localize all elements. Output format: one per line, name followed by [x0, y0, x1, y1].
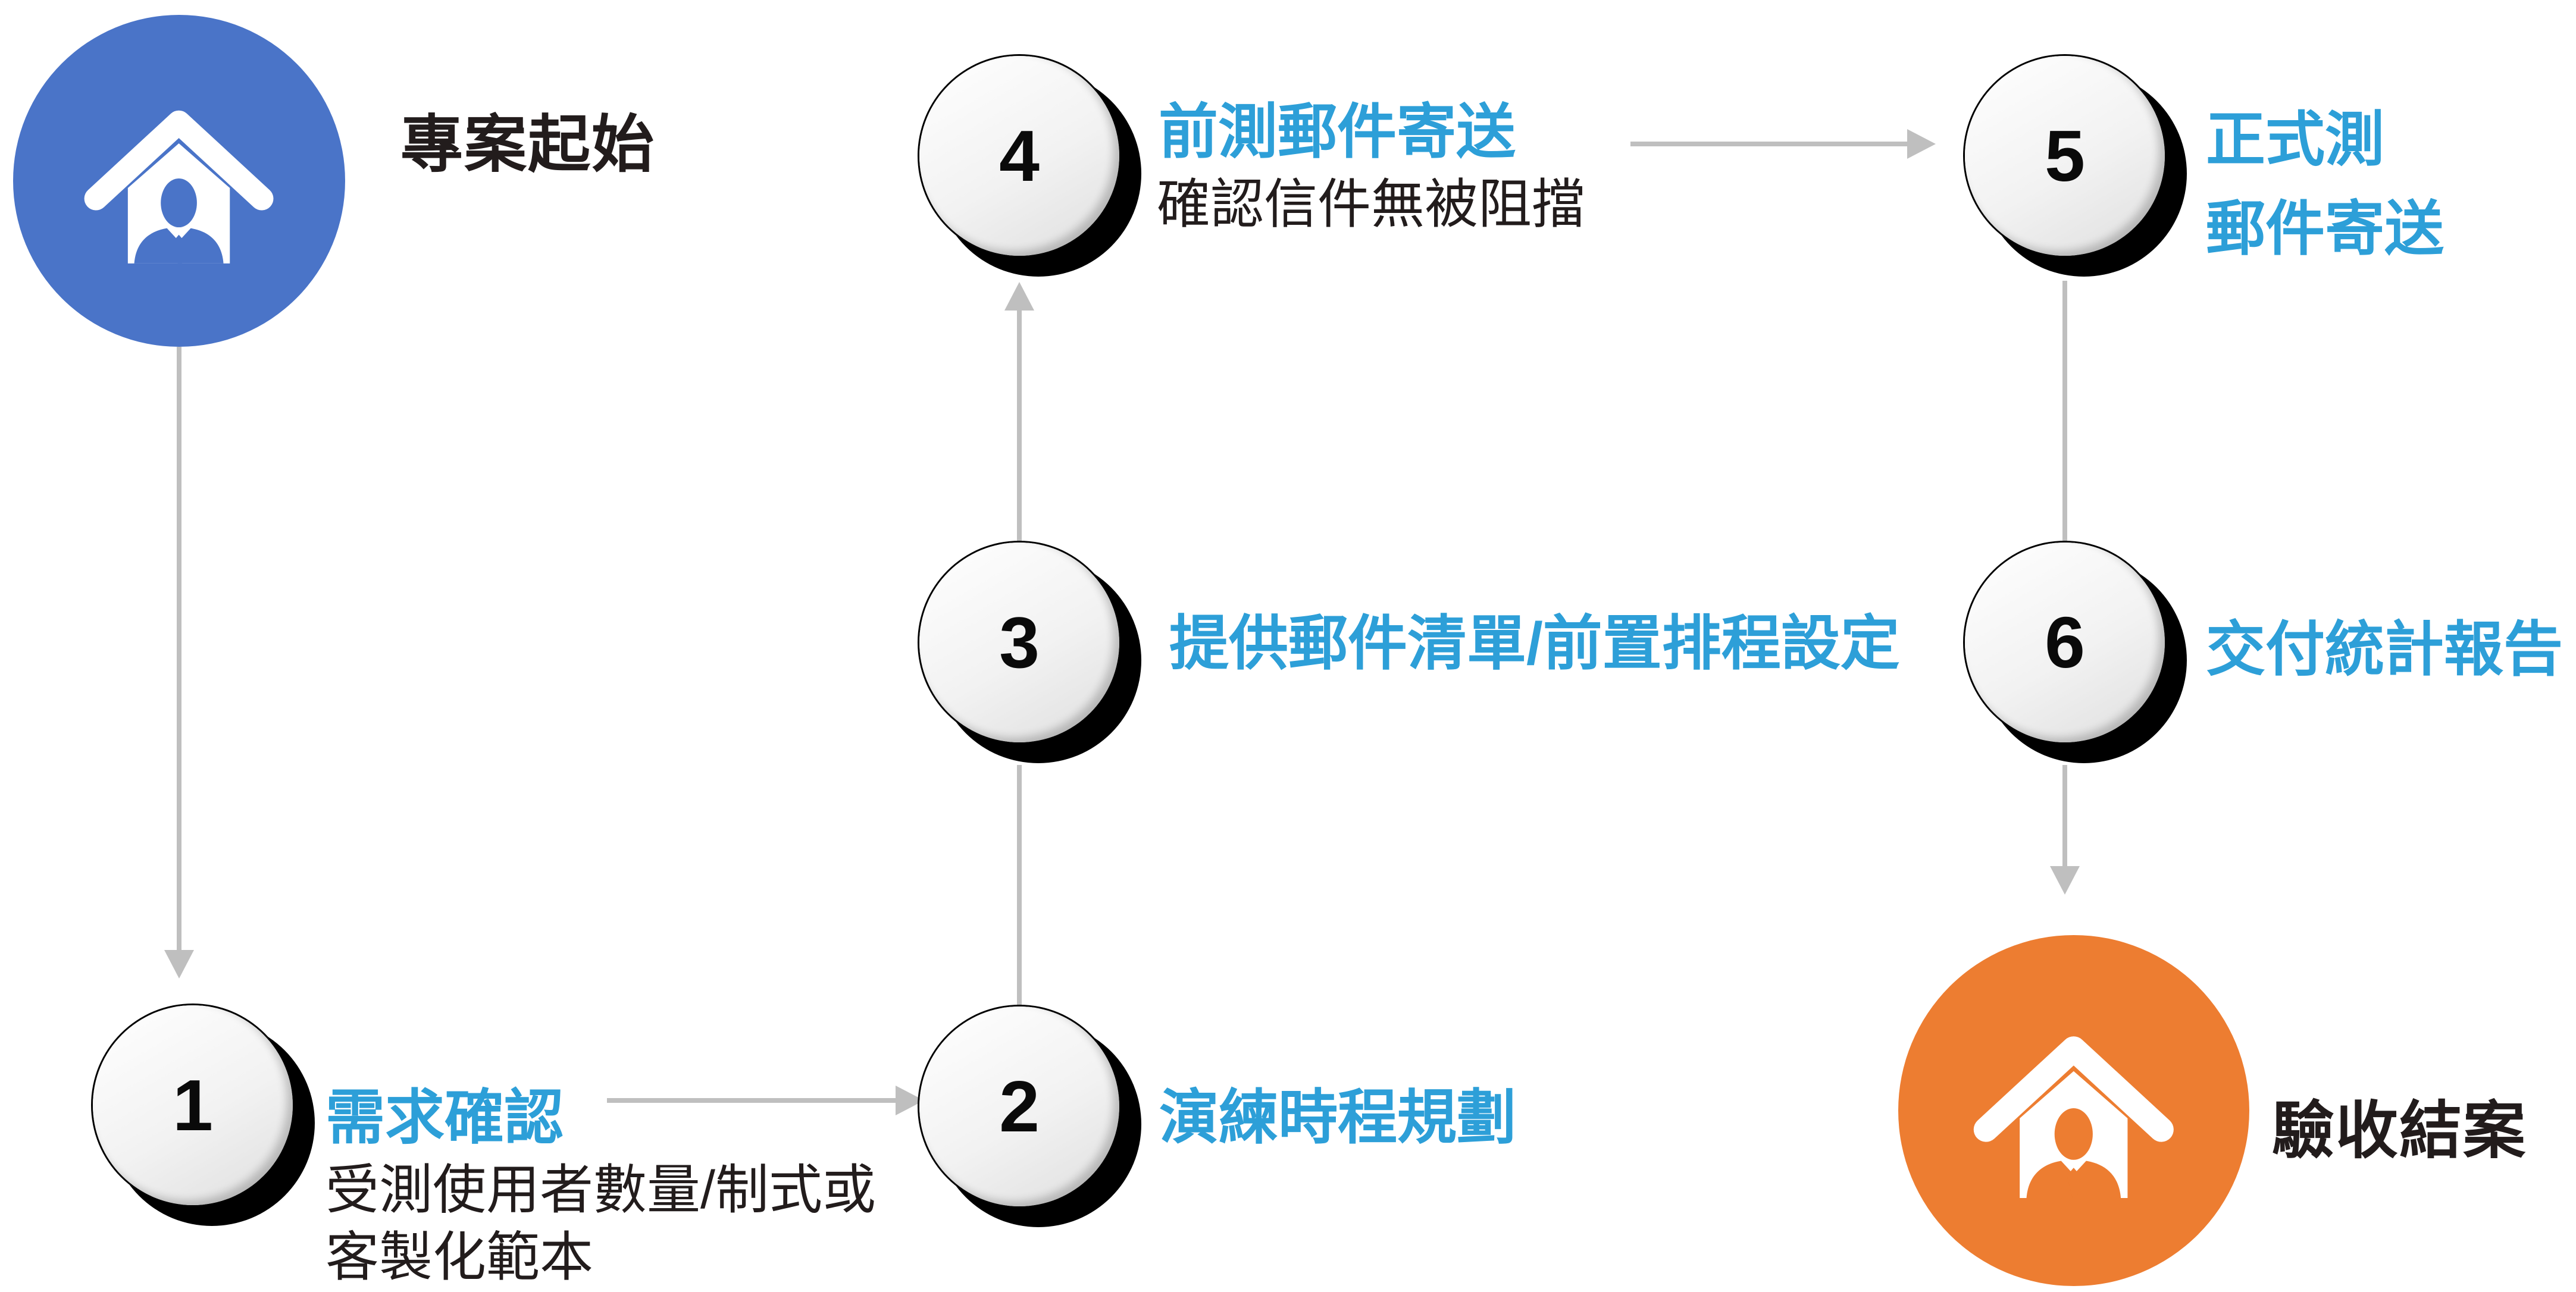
- step-title-5: 正式測 郵件寄送: [2206, 106, 2444, 262]
- house-person-icon: [1973, 1036, 2174, 1199]
- step-circle-3: 3: [919, 542, 1119, 742]
- step-circle-1: 1: [93, 1005, 293, 1205]
- arrow-down-icon: [2050, 866, 2080, 895]
- step-circle-2: 2: [919, 1006, 1119, 1206]
- connector-step3-to-step4: [1017, 311, 1022, 542]
- connector-step6-to-end: [2062, 765, 2067, 866]
- arrow-right-icon: [1907, 129, 1936, 159]
- step-title-2: 演練時程規劃: [1159, 1084, 1516, 1151]
- connector-step1-to-step2: [607, 1098, 896, 1103]
- end-node: [1898, 935, 2249, 1286]
- step-title-1: 需求確認: [325, 1084, 564, 1151]
- step-desc-4: 確認信件無被阻擋: [1157, 175, 1585, 234]
- connector-step4-to-step5: [1630, 142, 1907, 146]
- step-title-4: 前測郵件寄送: [1159, 99, 1516, 165]
- step-number-6: 6: [2045, 602, 2085, 683]
- step-number-4: 4: [999, 115, 1040, 196]
- connector-step2-to-step3: [1017, 765, 1022, 1006]
- step-circle-5: 5: [1965, 56, 2165, 256]
- end-label: 驗收結案: [2272, 1096, 2527, 1166]
- step-title-6: 交付統計報告: [2206, 616, 2563, 683]
- connector-start-to-step1: [177, 347, 181, 950]
- arrow-down-icon: [164, 950, 194, 979]
- step-title-3: 提供郵件清單/前置排程設定: [1169, 610, 1900, 677]
- step-number-3: 3: [999, 602, 1040, 683]
- arrow-up-icon: [1004, 282, 1034, 311]
- start-label: 專案起始: [400, 110, 656, 180]
- step-number-5: 5: [2045, 115, 2085, 196]
- start-node: [13, 15, 345, 347]
- step-desc-1: 受測使用者數量/制式或 客製化範本: [325, 1161, 877, 1288]
- step-circle-4: 4: [919, 56, 1119, 256]
- connector-step5-to-step6: [2062, 281, 2067, 542]
- house-person-icon: [84, 111, 274, 264]
- step-circle-6: 6: [1965, 542, 2165, 742]
- step-number-1: 1: [173, 1065, 213, 1146]
- step-number-2: 2: [999, 1066, 1040, 1147]
